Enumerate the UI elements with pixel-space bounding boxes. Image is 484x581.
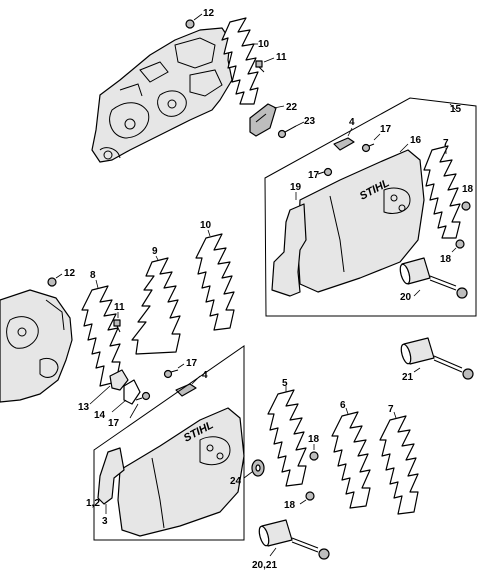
screw-17-top-b [317, 167, 333, 177]
bumper-spike-5 [267, 386, 307, 487]
callout-18-low-a: 18 [308, 434, 320, 445]
callout-11-mid: 11 [114, 302, 125, 313]
callout-5: 5 [282, 378, 288, 389]
nut-18-low-b [299, 491, 315, 505]
callout-11-top: 11 [276, 52, 287, 63]
screw-17-top-a [361, 133, 381, 153]
nut-18-low-a [309, 444, 319, 461]
callout-18-low-b: 18 [284, 500, 296, 511]
callout-20-21: 20,21 [252, 560, 277, 571]
callout-18-top-a: 18 [462, 184, 474, 195]
callout-7-low: 7 [388, 404, 394, 415]
nut-18-top-a [461, 201, 471, 211]
callout-1-2: 1,2 [86, 498, 100, 509]
bumper-spike-9 [131, 255, 181, 355]
screw-12-top [185, 13, 203, 29]
callout-21: 21 [402, 372, 414, 383]
sprocket-cover-lower: STIHL [117, 407, 245, 537]
callout-17-low: 17 [108, 418, 120, 429]
tensioner-20-top [399, 257, 468, 299]
callout-4-mid: 4 [202, 370, 208, 381]
callout-22: 22 [286, 102, 298, 113]
crankcase-mid [0, 289, 73, 403]
callout-23: 23 [304, 116, 316, 127]
callout-14: 14 [94, 410, 106, 421]
screw-12-mid [47, 273, 63, 287]
tensioner-21 [400, 337, 474, 380]
screw-23 [277, 121, 305, 139]
bumper-spike-10-top [221, 17, 259, 105]
part-19-plate [271, 192, 307, 297]
tensioner-20-21 [258, 519, 330, 560]
part-14-bracket [111, 379, 141, 413]
callout-8: 8 [90, 270, 96, 281]
callout-18-top-b: 18 [440, 254, 452, 265]
callout-9: 9 [152, 246, 158, 257]
nut-18-top-b [451, 239, 465, 253]
callout-19: 19 [290, 182, 302, 193]
crankcase-top [91, 27, 233, 163]
leader-16 [399, 143, 409, 153]
callout-17-mid: 17 [186, 358, 198, 369]
callout-10-mid: 10 [200, 220, 212, 231]
sprocket-cover-top: STIHL [297, 149, 425, 293]
callout-4-top: 4 [349, 117, 355, 128]
part-3-plate [97, 447, 125, 514]
part-13-bracket [89, 369, 129, 405]
box-15-outline [264, 97, 477, 317]
callout-10-top: 10 [258, 39, 270, 50]
bumper-spike-7-top [423, 145, 461, 239]
screw-11-mid [113, 312, 121, 333]
part-4-top [333, 127, 355, 151]
callout-15: 15 [450, 104, 462, 115]
bumper-spike-7-low [379, 411, 419, 515]
screw-17-low [129, 391, 151, 419]
callout-16: 16 [410, 135, 422, 146]
bumper-spike-8 [81, 279, 121, 387]
callout-20: 20 [400, 292, 412, 303]
callout-3: 3 [102, 516, 108, 527]
callout-17-top-b: 17 [308, 170, 320, 181]
callout-13: 13 [78, 402, 90, 413]
callout-17-top-a: 17 [380, 124, 392, 135]
callout-12-top: 12 [203, 8, 215, 19]
washer-24 [243, 459, 265, 479]
callout-24: 24 [230, 476, 242, 487]
callout-6: 6 [340, 400, 346, 411]
callout-12-mid: 12 [64, 268, 76, 279]
screw-11-top [255, 57, 275, 73]
box-lower-outline [93, 345, 245, 541]
callout-7-top: 7 [443, 138, 449, 149]
screw-17-mid [163, 363, 185, 379]
bumper-spike-6 [331, 407, 371, 509]
bumper-spike-10-mid [195, 229, 235, 331]
part-22-block [249, 103, 285, 137]
